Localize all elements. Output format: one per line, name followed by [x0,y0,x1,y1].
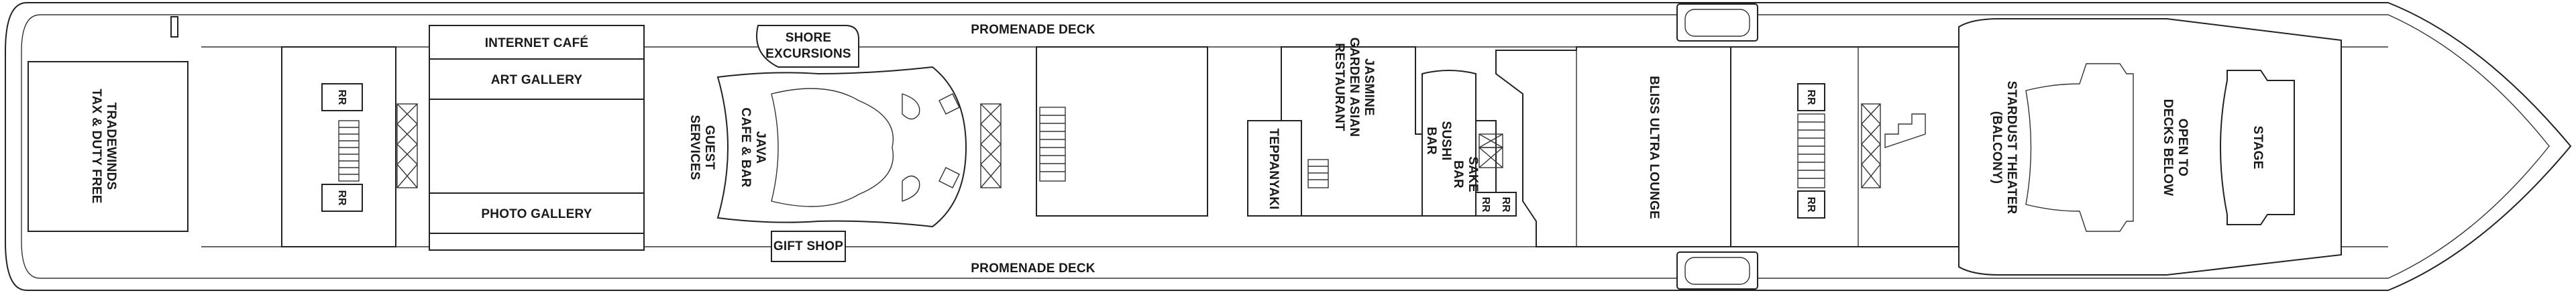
gift-shop-label: GIFT SHOP [773,239,843,253]
teppanyaki [1247,120,1302,217]
open-to-decks-sub-label: DECKS BELOW [2161,99,2175,196]
jasmine-sub-label: GARDEN ASIAN [1347,38,1361,137]
restroom-label: RR [336,190,347,206]
stair-block-forward [1730,46,1960,247]
promenade-top-label: PROMENADE DECK [971,23,1095,37]
jasmine-sub2-label: RESTAURANT [1332,43,1346,131]
elevator-mid [980,103,1002,188]
tradewinds-label: TRADEWINDS [104,103,118,190]
art-gallery [429,58,645,100]
theater-balcony [2025,63,2134,232]
stairs-mid [1039,107,1066,182]
guest-services-sub-label: SERVICES [688,115,702,180]
art-gallery-label: ART GALLERY [491,73,583,87]
java-bar [771,88,894,207]
sushi-bar-sub-label: BAR [1424,127,1438,155]
sake-bar-label: SAKE [1466,156,1480,192]
ship-hull [5,2,2572,291]
promenade-bottom-label: PROMENADE DECK [971,261,1095,276]
labels: PROMENADE DECK PROMENADE DECK TRADEWINDS… [89,23,2265,276]
stage-label: STAGE [2251,125,2265,169]
photo-gallery [429,192,645,234]
elevator-aft [396,103,418,188]
java-stairs [938,93,960,188]
teppanyaki-label: TEPPANYAKI [1267,128,1281,209]
jasmine-label: JASMINE [1362,58,1376,116]
internet-cafe-label: INTERNET CAFÉ [485,36,589,50]
stairs-sushi [1479,133,1503,168]
gallery-hall [429,99,645,194]
stage [2220,70,2295,225]
restroom-label: RR [1805,89,1817,105]
java-sub-label: CAFE & BAR [739,107,753,187]
shore-excursions-label: SHORE [786,31,832,45]
stairs-aft [338,120,360,182]
tender-top [1676,3,1758,42]
java-label: JAVA [753,131,767,164]
photo-gallery-label: PHOTO GALLERY [481,207,592,221]
sushi-bar-label: SUSHI [1439,121,1453,160]
bliss-lounge-label: BLISS ULTRA LOUNGE [1647,76,1661,219]
restroom-label: RR [1480,196,1491,213]
restroom-label: RR [1500,196,1511,213]
gift-shop [771,231,846,262]
java-atrium [716,66,967,228]
shore-excursions-sub-label: EXCURSIONS [765,47,851,61]
guest-services-label: GUEST [702,125,716,170]
restroom-label: RR [1805,196,1817,213]
internet-cafe [429,25,645,60]
shore-excursions [756,25,859,68]
stardust-theater-sub-label: (BALCONY) [1990,111,2004,184]
tradewinds-shop [28,61,189,232]
tender-bottom [1676,251,1758,290]
open-to-decks-label: OPEN TO [2176,119,2190,177]
stairs-forward [1797,113,1825,188]
hull-inner-line [21,14,2550,279]
stardust-theater-label: STARDUST THEATER [2004,81,2019,215]
sake-bar-sub-label: BAR [1451,160,1465,188]
elevator-forward [1861,103,1881,188]
restroom-label: RR [336,89,347,105]
tradewinds-sub-label: TAX & DUTY FREE [89,89,103,203]
bliss-lounge [1495,46,1731,247]
